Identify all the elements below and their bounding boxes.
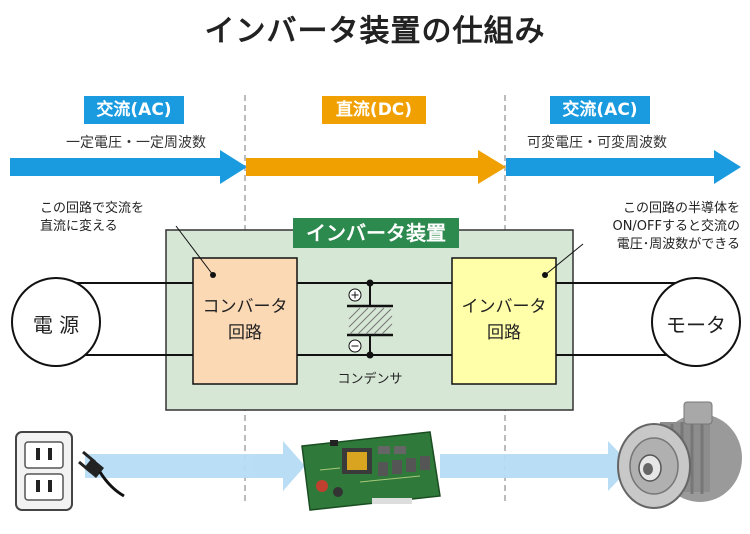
- note-left-line-1: この回路で交流を: [40, 201, 145, 216]
- note-pointer-left: [175, 225, 214, 276]
- capacitor-label: コンデンサ: [337, 372, 403, 387]
- flow-arrow-dc: [246, 150, 506, 184]
- outlet-icon: [15, 431, 73, 511]
- converter-label-line-1: コンバータ: [202, 297, 288, 317]
- stage-sub-ac-out: 可変電圧・可変周波数: [527, 135, 667, 151]
- note-right: この回路の半導体を ON/OFFすると交流の 電圧･周波数ができる: [590, 200, 740, 254]
- stage-label-dc: 直流(DC): [322, 96, 426, 124]
- power-source-label: 電 源: [32, 313, 80, 337]
- inverter-label: インバータ 回路: [452, 294, 556, 346]
- inverter-block: [451, 257, 557, 385]
- bottom-arrow-right: [440, 441, 632, 491]
- circuit-board-icon: [301, 431, 441, 511]
- motor-icon: [617, 401, 742, 509]
- device-title: インバータ装置: [306, 221, 446, 245]
- note-right-line-2: ON/OFFすると交流の: [612, 219, 740, 234]
- inverter-label-line-1: インバータ: [461, 297, 547, 317]
- stage-sub-ac-in: 一定電圧・一定周波数: [66, 135, 206, 151]
- flow-arrow-ac-out: [506, 150, 741, 184]
- note-left-line-2: 直流に変える: [40, 219, 118, 234]
- plug-icon: [78, 450, 125, 498]
- note-pointer-right: [544, 243, 584, 276]
- page-title: インバータ装置の仕組み: [204, 14, 546, 49]
- inverter-label-line-2: 回路: [487, 323, 521, 343]
- stage-label-ac-in: 交流(AC): [84, 96, 184, 124]
- stage-label-ac-out: 交流(AC): [550, 96, 650, 124]
- power-source-circle: [11, 277, 101, 367]
- note-right-line-1: この回路の半導体を: [622, 201, 740, 216]
- converter-block: [192, 257, 298, 385]
- converter-label: コンバータ 回路: [193, 294, 297, 346]
- motor-circle: [651, 277, 741, 367]
- note-left: この回路で交流を 直流に変える: [40, 200, 144, 236]
- bottom-arrow-left: [85, 441, 305, 491]
- capacitor-symbol: [347, 279, 393, 359]
- converter-label-line-2: 回路: [228, 323, 262, 343]
- flow-arrow-ac-in: [10, 150, 247, 184]
- note-right-line-3: 電圧･周波数ができる: [616, 237, 740, 252]
- motor-label: モータ: [666, 313, 726, 337]
- inverter-device-header: [293, 218, 459, 248]
